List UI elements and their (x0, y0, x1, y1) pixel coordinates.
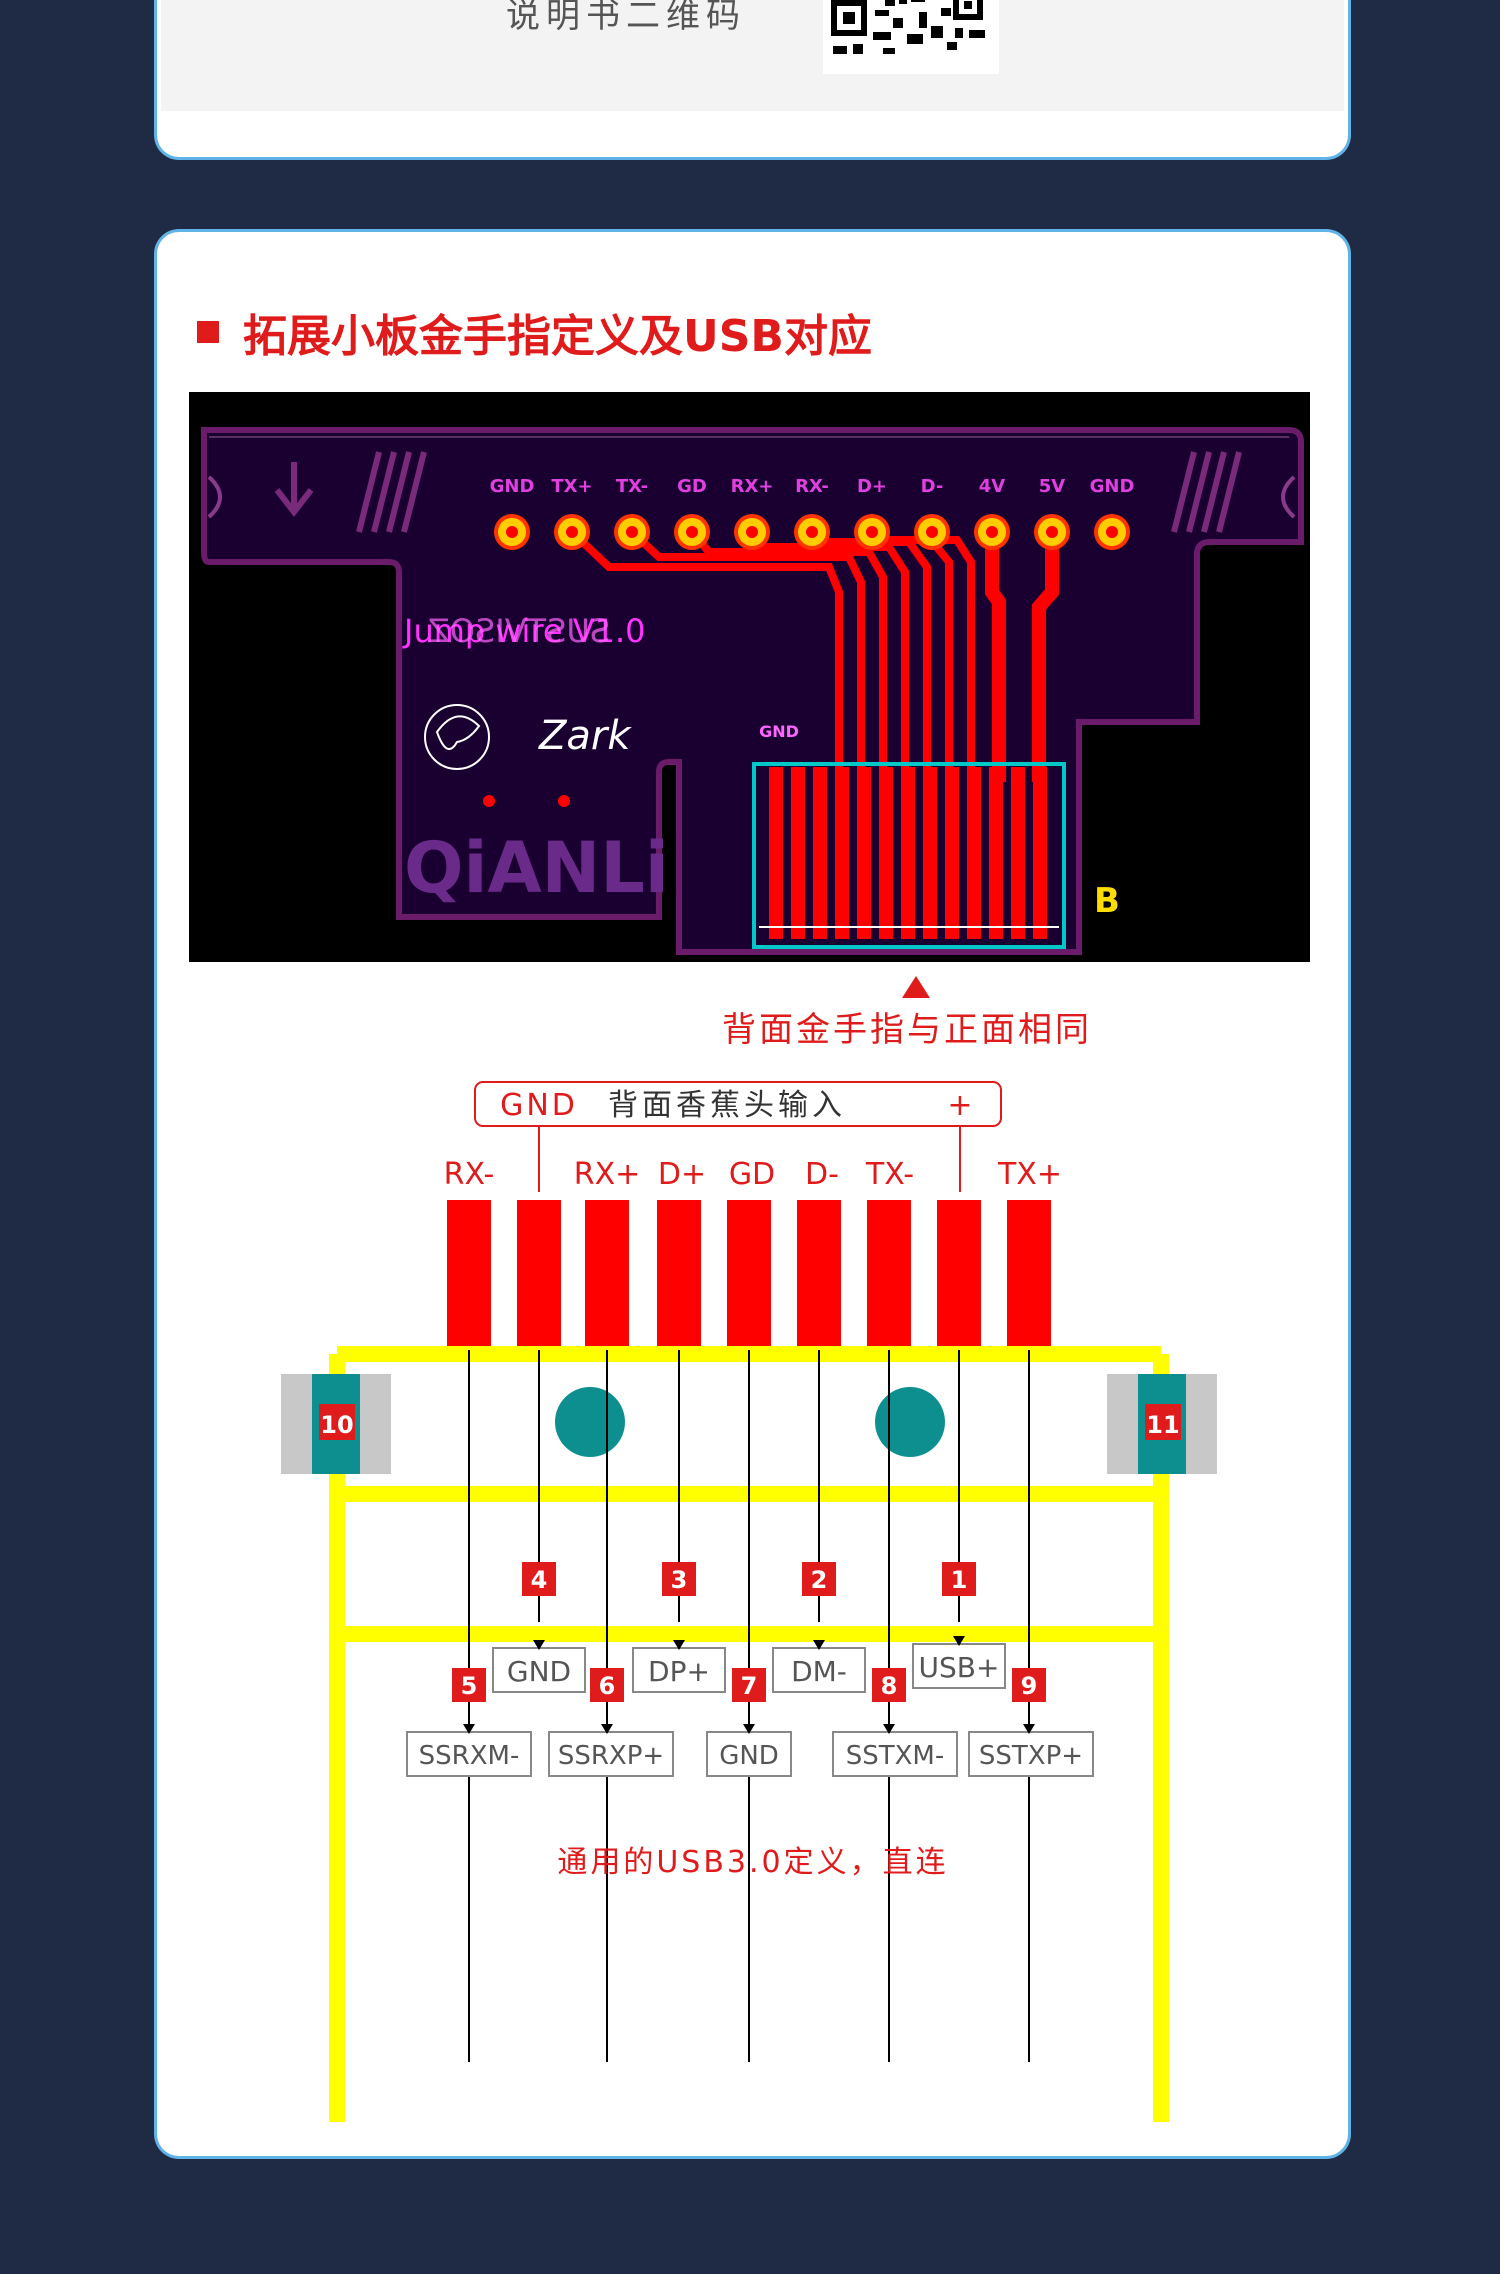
pcb-pad-label: GD (677, 476, 707, 497)
qr-card-inner: 说明书二维码 (161, 0, 1344, 111)
usb3-label: SSTXM- (846, 1741, 945, 1771)
usb2-label: USB+ (919, 1651, 1000, 1684)
pcb-pad-label: 5V (1039, 476, 1066, 497)
pin-number: 6 (599, 1672, 616, 1700)
side-number: 11 (1146, 1411, 1179, 1439)
top-pin-label: RX- (444, 1157, 495, 1192)
banana-text: 背面香蕉头输入 (608, 1088, 846, 1123)
banana-plus-label: + (947, 1088, 972, 1123)
qr-code-graphic (831, 0, 985, 54)
pcb-pad-label: TX+ (551, 476, 592, 497)
pin-number: 4 (531, 1566, 548, 1594)
top-pin-label: D+ (658, 1157, 706, 1192)
pcb-pad-label: RX+ (731, 476, 774, 497)
top-pin-label: GD (729, 1157, 775, 1192)
pin-number: 1 (951, 1566, 968, 1594)
pcb-pad-label: D+ (857, 476, 887, 497)
footer-caption: 通用的USB3.0定义，直连 (557, 1845, 948, 1880)
pin-number: 8 (881, 1672, 898, 1700)
usb3-label: SSTXP+ (979, 1741, 1083, 1771)
back-caption: 背面金手指与正面相同 (722, 1010, 1092, 1050)
usb3-label: SSRXP+ (558, 1741, 664, 1771)
pcb-layout: GND TX+ TX- GD RX+ RX- D+ D- 4V 5V GND (189, 392, 1310, 962)
side-number: 10 (320, 1411, 353, 1439)
pcb-pad-label: TX- (616, 476, 648, 497)
banana-gnd-label: GND (500, 1088, 578, 1123)
usb2-label: GND (507, 1655, 571, 1688)
pcb-pad-label: RX- (795, 476, 829, 497)
qr-code (823, 0, 999, 74)
usb3-label: SSRXM- (419, 1741, 520, 1771)
usb2-label: DP+ (648, 1655, 710, 1688)
usb2-label: DM- (791, 1655, 847, 1688)
pin-number: 3 (671, 1566, 688, 1594)
top-pin-label: TX- (865, 1157, 914, 1192)
pcb-signature: Zark (538, 713, 632, 759)
main-card: 拓展小板金手指定义及USB对应 GND TX+ TX- GD RX+ RX- D… (157, 232, 1348, 2156)
pcb-pad-label: GND (490, 476, 535, 497)
pcb-version-text: Jump wire V1.0 (402, 612, 646, 650)
usb-schematic: GND 背面香蕉头输入 + RX- RX+ D+ GD D- TX- TX+ (281, 1081, 1217, 2122)
qr-card: 说明书二维码 (157, 0, 1348, 157)
pcb-logo-icon (424, 704, 490, 770)
pin-number: 2 (811, 1566, 828, 1594)
pin-number: 9 (1021, 1672, 1038, 1700)
pin-number: 5 (461, 1672, 478, 1700)
top-pin-label: TX+ (997, 1157, 1062, 1192)
top-pin-label: D- (805, 1157, 839, 1192)
pcb-gnd-label: GND (759, 722, 799, 741)
pcb-pad-label: 4V (979, 476, 1006, 497)
pcb-side-label: B (1094, 881, 1120, 921)
caption-up-arrow-icon (902, 976, 930, 998)
pcb-mirrored-text: SUSTVISOZ (428, 612, 610, 650)
section-title: 拓展小板金手指定义及USB对应 (197, 300, 872, 364)
pcb-logo-text: QiANLi (404, 827, 669, 909)
title-square-icon (197, 321, 219, 343)
qr-label: 说明书二维码 (506, 0, 746, 36)
pin-number: 7 (741, 1672, 758, 1700)
pcb-pad-label: GND (1090, 476, 1135, 497)
section-title-text: 拓展小板金手指定义及USB对应 (243, 311, 872, 362)
usb3-label: GND (719, 1741, 779, 1771)
pcb-pad-label: D- (921, 476, 944, 497)
top-pin-label: RX+ (574, 1157, 641, 1192)
